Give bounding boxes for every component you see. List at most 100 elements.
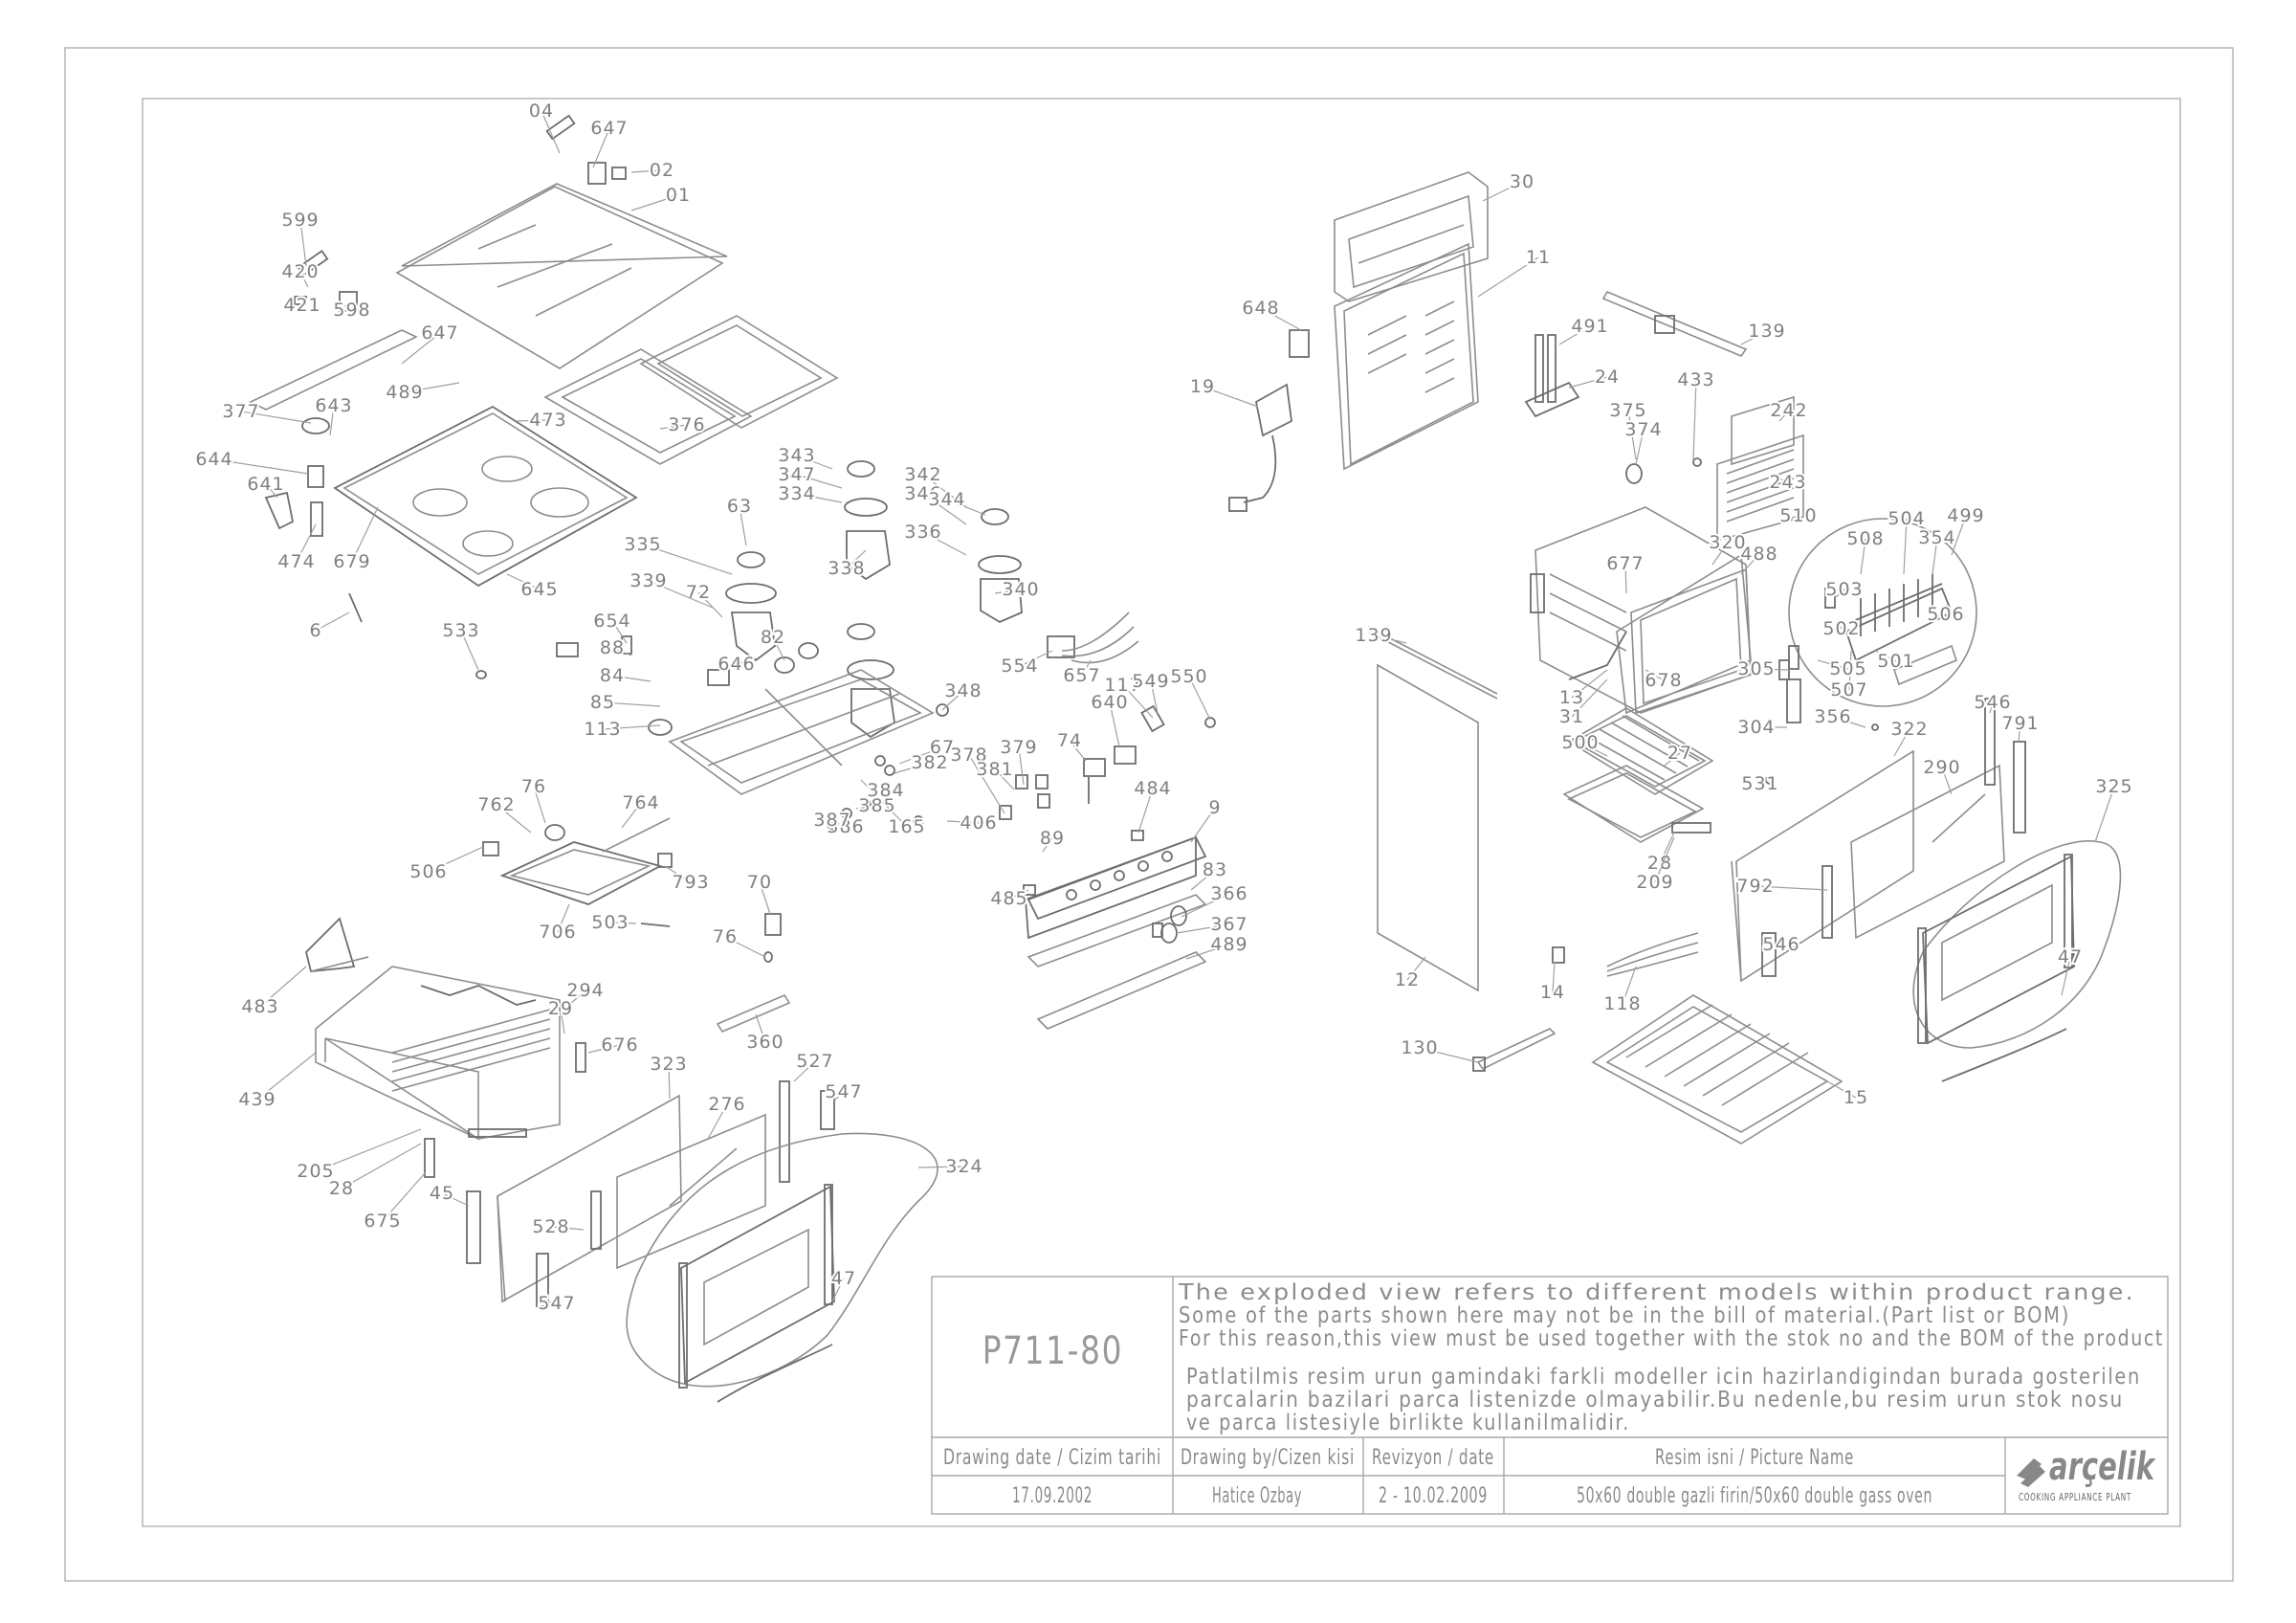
callout-leader: [759, 881, 771, 915]
callout-label: 130: [1401, 1037, 1438, 1058]
note-en-2: Some of the parts shown here may not be …: [1179, 1303, 2070, 1328]
callout: 640: [1089, 690, 1130, 747]
outer-frame: [64, 47, 2234, 1582]
callout: 31: [1557, 678, 1608, 729]
callout: 647: [588, 116, 629, 168]
callout: 644: [193, 447, 309, 475]
callout-label: 118: [1603, 993, 1641, 1014]
callout-leader: [315, 1128, 422, 1172]
callout-leader: [1406, 956, 1426, 981]
callout: 9: [1190, 795, 1223, 843]
brand-mark-icon: [2017, 1458, 2042, 1479]
callout-label: 503: [591, 912, 629, 933]
callout-leader: [213, 458, 309, 475]
callout: 793: [664, 865, 711, 895]
callout: 339: [628, 568, 714, 609]
callout-leader: [516, 419, 549, 422]
callout: 11: [1477, 245, 1552, 298]
callout-leader: [1185, 944, 1230, 960]
callout: 506: [1925, 602, 1965, 627]
callout-label: 305: [1737, 658, 1775, 679]
callout: 554: [999, 650, 1053, 678]
callout-label: 599: [281, 210, 319, 231]
callout: 334: [776, 481, 843, 506]
callout-label: 793: [672, 872, 709, 893]
callout-leader: [1932, 537, 1938, 575]
callout-leader: [994, 768, 1015, 790]
callout: 12: [1393, 956, 1426, 992]
callout-label: 641: [247, 474, 284, 495]
callout: 546: [1972, 690, 2012, 715]
callout-label: 433: [1677, 369, 1714, 390]
callout: 367: [1176, 912, 1249, 937]
callout: 550: [1168, 664, 1211, 721]
callout: 421: [281, 293, 321, 318]
callout-label: 47: [831, 1268, 856, 1289]
callout-leader: [342, 303, 353, 311]
callout-label: 791: [2001, 713, 2039, 734]
callout-leader: [2094, 786, 2115, 843]
callout-label: 343: [778, 445, 815, 466]
callout-leader: [1778, 478, 1789, 483]
callout: 764: [620, 790, 661, 829]
callout: 348: [941, 678, 983, 711]
callout: 527: [793, 1049, 835, 1082]
callout: 139: [1353, 623, 1407, 648]
callout-leader: [1176, 923, 1230, 934]
callout-leader: [2061, 956, 2071, 996]
callout: 305: [1735, 656, 1790, 681]
callout: 506: [408, 846, 484, 884]
callout: 485: [988, 886, 1028, 911]
callout: 360: [744, 1013, 785, 1055]
callout-label: 646: [718, 654, 755, 675]
callout-leader: [1874, 650, 1897, 662]
callout-label: 139: [1355, 625, 1392, 646]
callout-leader: [557, 903, 570, 933]
callout: 791: [1999, 711, 2041, 743]
callout: 377: [220, 399, 312, 424]
callout-label: 507: [1830, 679, 1867, 700]
callout-leader: [1740, 553, 1760, 575]
callout-leader: [315, 611, 350, 632]
callout-label: 63: [727, 496, 752, 517]
callout-label: 356: [1814, 706, 1851, 727]
callout: 325: [2093, 774, 2134, 843]
callout-label: 764: [622, 792, 659, 813]
callout-leader: [1755, 885, 1828, 891]
callout: 242: [1768, 398, 1808, 423]
callout-label: 381: [976, 759, 1013, 780]
callout-leader: [1202, 386, 1259, 408]
callout: 354: [1916, 525, 1957, 575]
callout-leader: [240, 411, 312, 424]
callout: 547: [823, 1079, 863, 1104]
callout-leader: [1951, 515, 1967, 556]
callout-label: 165: [888, 816, 925, 837]
callout: 04: [527, 99, 561, 154]
callout-label: 421: [283, 295, 320, 316]
callout: 384: [860, 778, 906, 803]
callout-label: 489: [1210, 934, 1247, 955]
callout-label: 9: [1208, 797, 1221, 818]
callout-label: 374: [1624, 419, 1662, 440]
callout-label: 679: [333, 551, 370, 572]
callout: 30: [1482, 169, 1535, 202]
callout-label: 89: [1040, 828, 1065, 849]
callout-label: 377: [222, 401, 259, 422]
callout-leader: [946, 820, 980, 824]
value-picture-name: 50x60 double gazli firin/50x60 double ga…: [1577, 1484, 1932, 1508]
callout-label: 294: [566, 980, 604, 1001]
callout-leader: [560, 1008, 565, 1034]
callout-leader: [2018, 723, 2021, 743]
callout: 139: [1740, 319, 1787, 345]
callout-leader: [1627, 410, 1637, 460]
note-en-3: For this reason,this view must be used t…: [1179, 1326, 2164, 1351]
callout-label: 500: [1561, 732, 1599, 753]
callout-label: 290: [1923, 757, 1960, 778]
note-tr-2: parcalarin bazilari parca listenizde olm…: [1186, 1388, 2124, 1412]
callout-leader: [1692, 379, 1697, 460]
callout-leader: [630, 169, 663, 173]
callout: 420: [279, 259, 320, 288]
callout-label: 12: [1395, 969, 1420, 990]
callout-label: 792: [1736, 876, 1774, 897]
callout: 379: [998, 735, 1039, 786]
